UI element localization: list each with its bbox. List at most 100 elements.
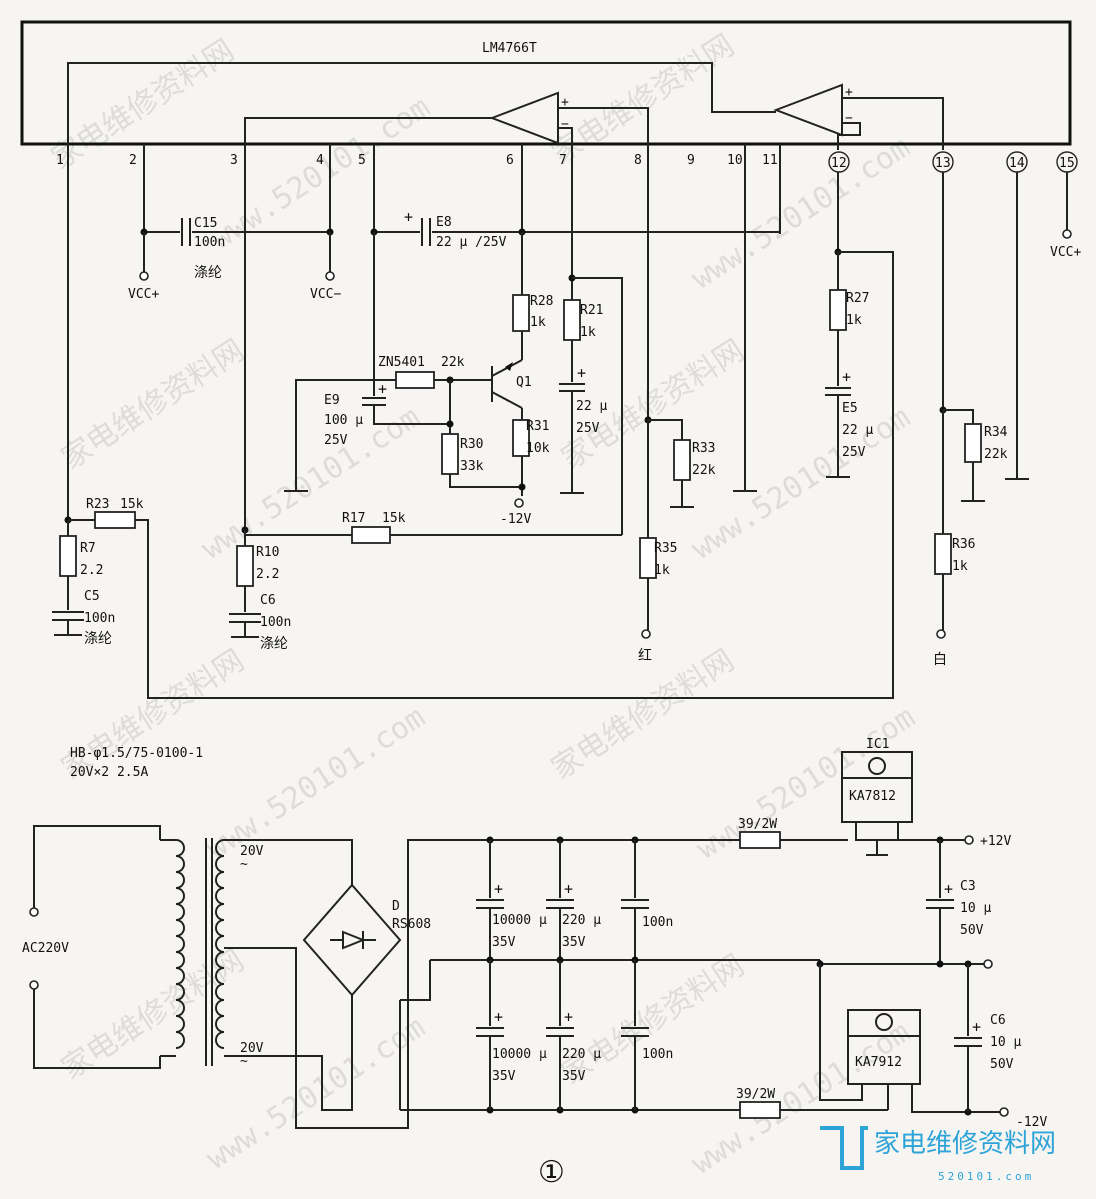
ic-body — [20, 20, 1072, 146]
svg-text:25V: 25V — [842, 445, 866, 460]
svg-text:10 μ: 10 μ — [960, 901, 991, 916]
transformer-secondary — [215, 839, 225, 1049]
svg-text:C15: C15 — [194, 216, 217, 231]
r10-label: R10 — [256, 545, 279, 560]
svg-text:100n: 100n — [194, 235, 225, 250]
svg-text:涤纶: 涤纶 — [194, 265, 222, 281]
svg-text:100n: 100n — [260, 615, 291, 630]
out-pos-label: +12V — [980, 834, 1011, 849]
drop-resistor-neg — [739, 1101, 781, 1119]
ka7912-regulator: KA7912 — [847, 1009, 921, 1085]
svg-text:25V: 25V — [576, 421, 600, 436]
svg-text:家电维修资料网: 家电维修资料网 — [874, 1129, 1056, 1159]
e8-capacitor: + E8 22 μ /25V — [370, 208, 780, 250]
r30-value: 33k — [460, 459, 484, 474]
svg-text:35V: 35V — [562, 1069, 586, 1084]
internal-wire-in-a-plus — [558, 107, 649, 150]
svg-text:涤纶: 涤纶 — [260, 636, 288, 652]
watermark-site: 家电维修资料网 — [545, 643, 740, 787]
r28-value: 1k — [530, 315, 546, 330]
watermark-url: www.520101.com — [200, 700, 431, 867]
r30-resistor — [441, 433, 459, 475]
r27-resistor — [829, 289, 847, 331]
r7-label: R7 — [80, 541, 96, 556]
drop-resistor-neg-label: 39/2W — [736, 1087, 775, 1102]
ka7812-regulator: IC1 KA7812 — [841, 737, 913, 856]
r35-label: R35 — [654, 541, 677, 556]
svg-text:22 μ: 22 μ — [576, 399, 607, 414]
r36-value: 1k — [952, 559, 968, 574]
internal-wire-out-b — [67, 62, 776, 150]
svg-text:+: + — [577, 364, 586, 382]
svg-text:C6: C6 — [990, 1013, 1006, 1028]
r27-label: R27 — [846, 291, 869, 306]
svg-text:10 μ: 10 μ — [990, 1035, 1021, 1050]
vcc-minus-label: VCC− — [310, 287, 341, 302]
svg-text:C6: C6 — [260, 593, 276, 608]
pin-7: 7 — [559, 153, 567, 168]
figure-number: ① — [538, 1155, 565, 1190]
r23-label: R23 — [86, 497, 109, 512]
feedback-loop — [135, 251, 894, 699]
watermark-url: www.520101.com — [200, 1010, 431, 1177]
r30-label: R30 — [460, 437, 483, 452]
drop-resistor-pos — [739, 831, 781, 849]
r35-value: 1k — [654, 563, 670, 578]
pin-4: 4 — [316, 153, 324, 168]
svg-text:+: + — [494, 880, 503, 898]
vcc-plus-label: VCC+ — [128, 287, 159, 302]
r31-value: 10k — [526, 441, 550, 456]
ic-name: LM4766T — [482, 41, 537, 56]
site-logo: 家电维修资料网 520101.com — [820, 1126, 1056, 1183]
svg-text:+: + — [564, 1008, 573, 1026]
opamp-left-plus: + — [561, 95, 569, 110]
internal-wire-in-b-plus — [842, 97, 944, 150]
transformer-primary — [175, 839, 185, 1049]
svg-text:100 μ: 100 μ — [324, 413, 363, 428]
pin-leads — [67, 144, 1068, 530]
svg-text:E5: E5 — [842, 401, 858, 416]
internal-wire-in-b-minus — [837, 122, 861, 150]
secondary-bottom-label: 20V — [240, 1041, 264, 1056]
r21-resistor — [563, 299, 581, 341]
svg-text:KA7912: KA7912 — [855, 1055, 902, 1070]
pin-11: 11 — [762, 153, 778, 168]
svg-text:10000 μ: 10000 μ — [492, 913, 547, 928]
watermark-site: 家电维修资料网 — [45, 33, 240, 177]
opamp-left — [489, 91, 559, 145]
svg-text:~: ~ — [240, 1054, 248, 1069]
svg-text:+: + — [494, 1008, 503, 1026]
r17-resistor — [351, 526, 391, 544]
pin-8: 8 — [634, 153, 642, 168]
svg-text:50V: 50V — [990, 1057, 1014, 1072]
transformer-spec: 20V×2 2.5A — [70, 765, 148, 780]
internal-wire-out-a — [244, 117, 492, 150]
svg-text:+: + — [378, 380, 387, 398]
svg-text:22 μ: 22 μ — [842, 423, 873, 438]
watermarks: 家电维修资料网 www.520101.com 家电维修资料网 www.52010… — [45, 28, 921, 1182]
pin-3: 3 — [230, 153, 238, 168]
opamp-right-minus: − — [845, 111, 853, 126]
svg-text:Q1: Q1 — [516, 375, 532, 390]
svg-text:涤纶: 涤纶 — [84, 631, 112, 647]
r10-resistor — [236, 545, 254, 587]
svg-text:C3: C3 — [960, 879, 976, 894]
watermark-url: www.520101.com — [685, 400, 916, 567]
opamp-right-plus: + — [845, 85, 853, 100]
svg-text:+: + — [972, 1018, 981, 1036]
secondary-top-label: 20V — [240, 844, 264, 859]
r17-label: R17 — [342, 511, 365, 526]
q1-transistor: Q1 — [460, 359, 532, 409]
r28-resistor — [512, 294, 530, 332]
svg-text:+: + — [944, 880, 953, 898]
svg-text:50V: 50V — [960, 923, 984, 938]
pin-2: 2 — [129, 153, 137, 168]
svg-text:~: ~ — [240, 857, 248, 872]
pin-5: 5 — [358, 153, 366, 168]
zn5401-label: ZN5401 — [378, 355, 425, 370]
svg-text:KA7812: KA7812 — [849, 789, 896, 804]
c15-capacitor: C15 100n 涤纶 — [140, 216, 334, 281]
svg-text:220 μ: 220 μ — [562, 913, 601, 928]
r7-resistor — [59, 535, 77, 577]
